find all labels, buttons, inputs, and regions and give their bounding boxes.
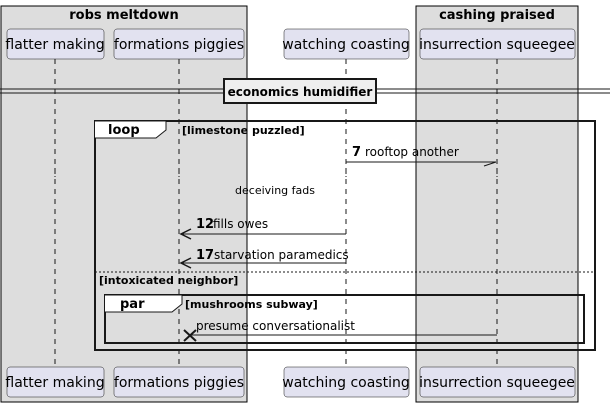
loop-else-condition: [intoxicated neighbor] [99, 274, 238, 287]
participant-box [419, 366, 576, 398]
divider-label-box [223, 78, 377, 104]
participant-label: flatter making [5, 37, 104, 53]
participant-bottom-formations-piggies: formations piggies [113, 366, 245, 398]
loop-frame-condition: [limestone puzzled] [182, 124, 305, 137]
message-text: presume conversationalist [196, 319, 355, 333]
participant-top-formations-piggies: formations piggies [113, 28, 245, 60]
participant-box [6, 366, 105, 398]
participant-label: watching coasting [282, 375, 409, 391]
message-destroy: presume conversationalist [183, 319, 497, 342]
divider-economics-humidifier: economics humidifier [0, 78, 610, 104]
loop-frame-keyword: loop [108, 123, 140, 138]
participant-box [6, 28, 105, 60]
message-text: rooftop another [365, 145, 459, 159]
participant-top-flatter-making: flatter making [5, 28, 105, 60]
message-number: 17 [196, 248, 214, 263]
message-text: fills owes [213, 217, 268, 231]
delay-deceiving-fads: deceiving fads [54, 168, 498, 197]
par-frame-keyword: par [120, 297, 145, 312]
participant-top-watching-coasting: watching coasting [282, 28, 410, 60]
participant-label: insurrection squeegee [419, 37, 575, 53]
par-frame-tab [105, 294, 183, 313]
par-frame-border [104, 294, 585, 344]
message-7: 7 rooftop another [346, 145, 497, 167]
message-text: starvation paramedics [214, 248, 349, 262]
loop-frame-border [94, 120, 596, 351]
loop-frame-tab [95, 120, 167, 139]
participant-bottom-insurrection-squeegee: insurrection squeegee [419, 366, 576, 398]
group-box-title: cashing praised [439, 8, 555, 23]
open-arrowhead [179, 257, 192, 269]
participant-box [113, 366, 245, 398]
participant-label: formations piggies [114, 375, 244, 391]
group-box-title: robs meltdown [69, 8, 178, 23]
participant-label: formations piggies [114, 37, 244, 53]
par-frame-condition: [mushrooms subway] [185, 298, 318, 311]
message-number: 12 [196, 217, 214, 232]
participant-box [113, 28, 245, 60]
divider-label: economics humidifier [228, 85, 373, 99]
destroy-x-icon [183, 329, 197, 342]
participant-label: flatter making [5, 375, 104, 391]
message-number: 7 [352, 145, 361, 160]
participant-bottom-watching-coasting: watching coasting [282, 366, 410, 398]
group-box-robs-meltdown: robs meltdown [0, 5, 248, 403]
group-box-background [0, 5, 248, 403]
participant-box [283, 366, 410, 398]
participant-box [283, 28, 410, 60]
delay-text: deceiving fads [235, 184, 315, 197]
half-arrowhead [483, 161, 497, 167]
participant-top-insurrection-squeegee: insurrection squeegee [419, 28, 576, 60]
participant-box [419, 28, 576, 60]
message-17: 17 starvation paramedics [179, 248, 349, 269]
open-arrowhead [179, 228, 192, 240]
participant-bottom-flatter-making: flatter making [5, 366, 105, 398]
participant-label: watching coasting [282, 37, 409, 53]
message-12: 12 fills owes [179, 217, 346, 240]
destroy-x-stroke-2 [183, 329, 197, 342]
participant-label: insurrection squeegee [419, 375, 575, 391]
par-frame: par [mushrooms subway] [104, 294, 585, 344]
loop-frame: loop [limestone puzzled] [intoxicated ne… [94, 120, 596, 351]
